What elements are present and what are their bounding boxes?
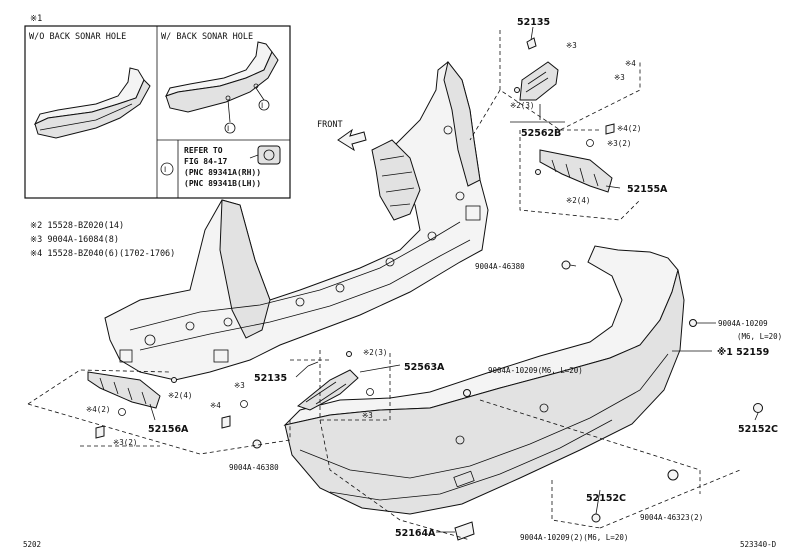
leader-lines <box>149 26 759 533</box>
part-52562B: 52562B <box>521 128 561 139</box>
refer-callout-circle <box>160 162 174 176</box>
callout-c4-2-right: ※4(2) <box>617 124 641 133</box>
callout-c2-3-top: ※2(3) <box>510 101 534 110</box>
bumper-w-sonar-sketch: Ⅰ Ⅰ <box>165 41 279 134</box>
callout-c3-mid: ※3 <box>362 411 373 420</box>
bolt-10209-mid: 9004A-10209(M6, L=20) <box>488 366 583 375</box>
front-arrow-icon <box>337 128 367 152</box>
bolt-10209-bottom: 9004A-10209(2)(M6, L=20) <box>520 533 628 542</box>
sonar-sensor-icon <box>249 145 281 165</box>
inset-wo-sonar-title: W/O BACK SONAR HOLE <box>29 32 126 42</box>
notes-list: ※2 15528-BZ020(14) ※3 9004A-16084(8) ※4 … <box>30 221 175 259</box>
part-52155A: 52155A <box>627 184 668 195</box>
callout-c4-left: ※4 <box>210 401 221 410</box>
callout-c3-left: ※3 <box>234 381 245 390</box>
refer-line-1: REFER TO <box>184 146 223 155</box>
part-number-labels: 52135 52562B 52155A ※1 52159 52563A 5213… <box>148 17 778 539</box>
part-52563A: 52563A <box>404 362 445 373</box>
bolt-46323: 9004A-46323(2) <box>640 513 703 522</box>
refer-line-4: (PNC 89341B(LH)) <box>184 179 261 188</box>
sonar-callout-2 <box>258 99 270 111</box>
fasteners <box>252 260 763 541</box>
callout-c3-2-right: ※3(2) <box>607 139 631 148</box>
part-52156A: 52156A <box>148 424 189 435</box>
bolt-10209-right-spec: (M6, L=20) <box>737 332 782 341</box>
refer-line-2: FIG 84-17 <box>184 157 228 166</box>
rear-body-panel <box>104 60 489 381</box>
front-label: FRONT <box>317 120 343 130</box>
cover-52164A <box>454 521 475 541</box>
part-52159: ※1 52159 <box>717 347 769 358</box>
footer-left-code: 5202 <box>23 540 41 549</box>
bolt-46380-left: 9004A-46380 <box>229 463 279 472</box>
footer-right-code: 523340-D <box>740 540 777 549</box>
sonar-callout-1 <box>224 122 236 134</box>
bracket-52562B <box>514 37 559 101</box>
refer-callout-mark: Ⅰ <box>164 165 166 174</box>
rear-bumper-cover <box>283 245 685 515</box>
bolt-10209-right: 9004A-10209 <box>718 319 768 328</box>
callout-c4-2-left: ※4(2) <box>86 405 110 414</box>
inset-panel: ※1 W/O BACK SONAR HOLE W/ BACK SONAR HOL… <box>24 14 291 199</box>
bracket-52563A <box>296 351 359 411</box>
part-52152C-right: 52152C <box>738 424 778 435</box>
callout-c4-top: ※4 <box>625 59 636 68</box>
bumper-wo-sonar-sketch <box>33 67 151 139</box>
part-52152C-bottom: 52152C <box>586 493 626 504</box>
callout-c2-4-left: ※2(4) <box>168 391 192 400</box>
callout-c2-4-right: ※2(4) <box>566 196 590 205</box>
sonar-callout-mark-2: Ⅰ <box>261 101 263 110</box>
part-52135-top: 52135 <box>517 17 550 28</box>
sonar-callout-mark-1: Ⅰ <box>227 124 229 133</box>
inset-mark: ※1 <box>30 14 42 24</box>
dashed-groups <box>27 30 741 541</box>
note-1: ※2 15528-BZ020(14) <box>30 221 124 231</box>
inset-border <box>24 25 291 199</box>
retainer-52155A <box>535 123 615 193</box>
note-3: ※4 15528-BZ040(6)(1702-1706) <box>30 249 175 259</box>
callout-c3-2-left: ※3(2) <box>113 438 137 447</box>
retainer-52156A <box>87 371 248 439</box>
refer-line-3: (PNC 89341A(RH)) <box>184 168 261 177</box>
front-direction-indicator: FRONT <box>317 120 367 152</box>
inset-w-sonar-title: W/ BACK SONAR HOLE <box>161 32 253 42</box>
callout-c3-top: ※3 <box>566 41 577 50</box>
fastener-labels: ※3 ※4 ※3 ※2(3) ※4(2) ※3(2) ※2(4) 9004A-4… <box>86 41 782 542</box>
part-52135-mid: 52135 <box>254 373 287 384</box>
callout-c3-top2: ※3 <box>614 73 625 82</box>
callout-c2-3-mid: ※2(3) <box>363 348 387 357</box>
bolt-46380-right: 9004A-46380 <box>475 262 525 271</box>
part-52164A: 52164A <box>395 528 436 539</box>
note-2: ※3 9004A-16084(8) <box>30 235 119 245</box>
